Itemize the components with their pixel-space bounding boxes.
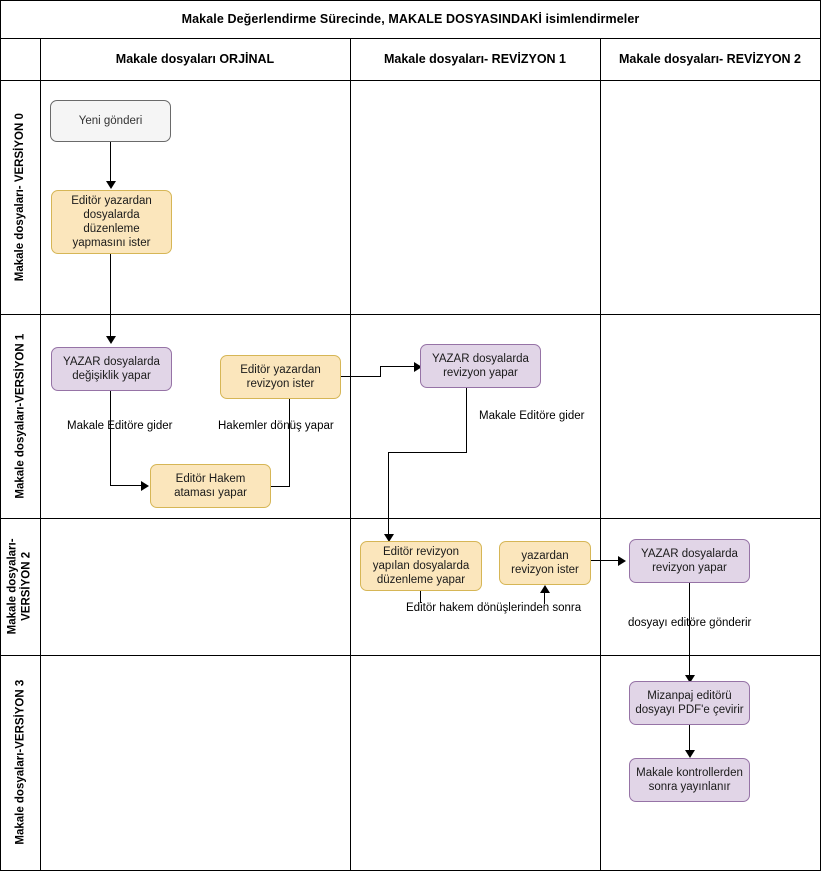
node-editor-assigns-referee[interactable]: Editör Hakem ataması yapar bbox=[150, 464, 271, 508]
node-published-after-checks[interactable]: Makale kontrollerden sonra yayınlanır bbox=[629, 758, 750, 802]
edge-label-after-referee-returns: Editör hakem dönüşlerinden sonra bbox=[406, 602, 582, 614]
grid-line-title-bottom bbox=[0, 38, 821, 39]
node-author-revision-r2[interactable]: YAZAR dosyalarda revizyon yapar bbox=[629, 539, 750, 583]
row-label-version-1-text: Makale dosyaları-VERSİYON 1 bbox=[13, 333, 26, 499]
row-label-version-0: Makale dosyaları- VERSİYON 0 bbox=[0, 80, 40, 314]
arrowhead-to-editor-assigns-referee bbox=[141, 481, 149, 491]
connector-author-r1-left bbox=[388, 452, 467, 454]
arrowhead-to-published bbox=[685, 750, 695, 758]
edge-label-to-editor-1: Makale Editöre gider bbox=[67, 420, 173, 432]
connector-referee-to-revision-right bbox=[271, 486, 290, 488]
column-header-revision-1: Makale dosyaları- REVİZYON 1 bbox=[383, 52, 566, 66]
grid-line-header-bottom bbox=[0, 80, 821, 81]
arrowhead-to-editor-edits-revised bbox=[384, 534, 394, 542]
grid-line-top bbox=[0, 0, 821, 1]
connector-revision-right-2 bbox=[380, 366, 416, 368]
edge-label-send-file-to-editor: dosyayı editöre gönderir bbox=[628, 617, 752, 629]
arrowhead-to-editor-request bbox=[106, 181, 116, 189]
connector-editor-edits-revised-down bbox=[420, 591, 422, 603]
connector-into-requests-revision-up bbox=[544, 592, 546, 604]
arrowhead-to-layout-editor bbox=[685, 675, 695, 683]
page-title: Makale Değerlendirme Sürecinde, MAKALE D… bbox=[181, 12, 640, 26]
connector-revision-up bbox=[380, 366, 382, 377]
connector-new-submission-to-editor-request bbox=[110, 142, 112, 182]
connector-author-r1-down-1 bbox=[466, 388, 468, 453]
node-editor-edits-revised[interactable]: Editör revizyon yapılan dosyalarda düzen… bbox=[360, 541, 482, 591]
grid-line-col2-right bbox=[600, 38, 601, 871]
arrowhead-to-author-revision-r1 bbox=[414, 362, 422, 372]
connector-revision-right-1 bbox=[341, 376, 381, 378]
connector-author-r1-down-2 bbox=[388, 452, 390, 536]
node-requests-revision-from-author[interactable]: yazardan revizyon ister bbox=[499, 541, 591, 585]
row-label-version-2-text: Makale dosyaları- VERSİYON 2 bbox=[6, 538, 34, 635]
connector-editor-request-to-author-changes bbox=[110, 254, 112, 338]
grid-line-col1-right bbox=[350, 38, 351, 871]
column-header-revision-2: Makale dosyaları- REVİZYON 2 bbox=[618, 52, 801, 66]
row-label-version-3-text: Makale dosyaları-VERSİYON 3 bbox=[13, 680, 26, 845]
grid-line-row2-bottom bbox=[0, 518, 821, 519]
node-new-submission[interactable]: Yeni gönderi bbox=[50, 100, 171, 142]
node-editor-requests-revision[interactable]: Editör yazardan revizyon ister bbox=[220, 355, 341, 399]
node-author-revision-r1[interactable]: YAZAR dosyalarda revizyon yapar bbox=[420, 344, 541, 388]
row-label-version-0-text: Makale dosyaları- VERSİYON 0 bbox=[13, 112, 26, 282]
row-label-version-1: Makale dosyaları-VERSİYON 1 bbox=[0, 314, 40, 518]
node-author-makes-changes[interactable]: YAZAR dosyalarda değişiklik yapar bbox=[51, 347, 172, 391]
arrowhead-to-author-changes bbox=[106, 336, 116, 344]
connector-layout-to-published bbox=[689, 725, 691, 752]
row-label-version-2: Makale dosyaları- VERSİYON 2 bbox=[0, 518, 40, 655]
node-editor-requests-edit[interactable]: Editör yazardan dosyalarda düzenleme yap… bbox=[51, 190, 172, 254]
connector-author-r2-down bbox=[689, 583, 691, 677]
connector-author-changes-right bbox=[110, 485, 142, 487]
column-header-original: Makale dosyaları ORJİNAL bbox=[115, 52, 275, 66]
grid-line-row3-bottom bbox=[0, 655, 821, 656]
row-label-version-3: Makale dosyaları-VERSİYON 3 bbox=[0, 655, 40, 870]
connector-requests-revision-right bbox=[591, 560, 620, 562]
grid-line-row1-bottom bbox=[0, 314, 821, 315]
connector-referee-to-revision-up bbox=[289, 394, 291, 486]
grid-line-rowlabel-right bbox=[40, 38, 41, 871]
edge-label-to-editor-2: Makale Editöre gider bbox=[479, 410, 585, 422]
edge-label-referee-returns: Hakemler dönüş yapar bbox=[218, 420, 334, 432]
connector-author-changes-down bbox=[110, 391, 112, 486]
arrowhead-to-author-revision-r2 bbox=[618, 556, 626, 566]
grid-line-left bbox=[0, 0, 1, 871]
arrowhead-into-requests-revision bbox=[540, 585, 550, 593]
node-layout-editor-pdf[interactable]: Mizanpaj editörü dosyayı PDF'e çevirir bbox=[629, 681, 750, 725]
